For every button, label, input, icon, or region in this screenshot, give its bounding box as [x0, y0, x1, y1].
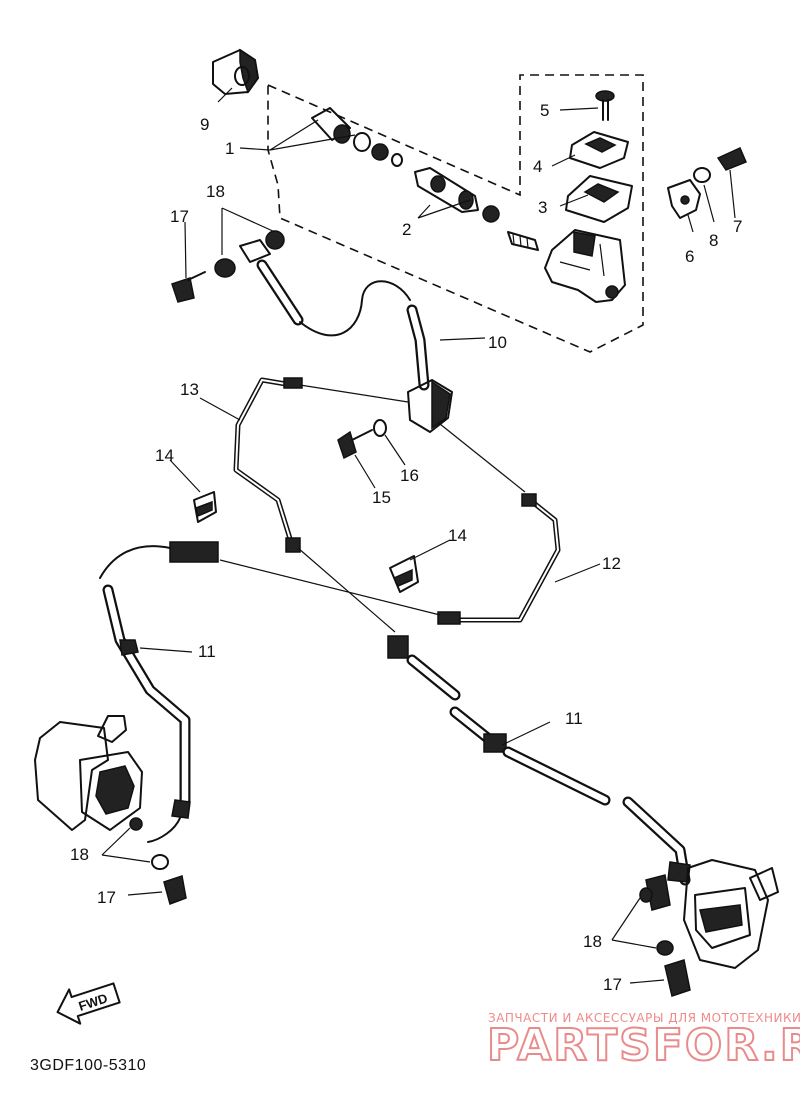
callout-7: 7	[733, 217, 742, 236]
part-12-brake-pipe	[437, 493, 561, 625]
part-13-brake-pipe	[233, 377, 303, 553]
callout-11-right: 11	[565, 709, 583, 728]
callout-10: 10	[488, 333, 507, 352]
part-5-screw	[595, 90, 615, 121]
callout-17-right: 17	[603, 975, 622, 994]
part-16-washer	[373, 419, 387, 437]
callout-14-right: 14	[448, 526, 467, 545]
part-17-bolt-upper	[171, 271, 206, 303]
callout-5: 5	[540, 101, 549, 120]
callout-1: 1	[225, 139, 234, 158]
part-18-washer-upper-1	[214, 258, 236, 278]
callout-14-left: 14	[155, 446, 174, 465]
part-14-clip-right	[389, 555, 419, 593]
part-3-diaphragm-plate	[565, 175, 633, 223]
callout-6: 6	[685, 247, 694, 266]
callout-11-left: 11	[198, 642, 216, 661]
part-8-washer	[693, 167, 711, 183]
brake-hose-joint	[407, 379, 453, 433]
part-11-brake-hose-left	[99, 541, 219, 843]
callout-9: 9	[200, 115, 209, 134]
fwd-arrow-icon: FWD	[56, 982, 121, 1025]
part-15-bolt	[337, 429, 373, 460]
assembly-outline	[267, 74, 644, 353]
part-17-bolt-right	[664, 959, 691, 997]
callout-16: 16	[400, 466, 419, 485]
callout-18-left: 18	[70, 845, 89, 864]
watermark-tagline: ЗАПЧАСТИ И АКСЕССУАРЫ ДЛЯ МОТОТЕХНИКИ	[488, 1011, 800, 1025]
part-18-washer-right-2	[656, 940, 674, 956]
part-17-bolt-left	[163, 875, 187, 905]
callout-3: 3	[538, 198, 547, 217]
callout-17-upper: 17	[170, 207, 189, 226]
diagram-code: 3GDF100-5310	[30, 1057, 146, 1074]
callout-13: 13	[180, 380, 199, 399]
part-10-brake-hose	[239, 239, 430, 391]
callout-8: 8	[709, 231, 718, 250]
part-18-washer-right-1	[639, 887, 653, 903]
part-11-brake-hose-right	[387, 635, 691, 886]
caliper-left	[34, 715, 143, 831]
callout-12: 12	[602, 554, 621, 573]
master-cylinder-body	[544, 229, 626, 303]
part-2-piston-kit	[311, 107, 539, 251]
callout-4: 4	[533, 157, 542, 176]
part-18-washer-left-2	[151, 854, 169, 870]
part-9-boot	[212, 48, 259, 95]
callout-18-upper: 18	[206, 182, 225, 201]
watermark-logo: PARTSFOR.RU	[487, 1020, 800, 1071]
part-14-clip-left	[193, 491, 217, 523]
part-6-bracket	[667, 179, 701, 219]
callout-15: 15	[372, 488, 391, 507]
part-18-washer-upper-2	[265, 230, 285, 250]
callout-17-left: 17	[97, 888, 116, 907]
callout-18-right: 18	[583, 932, 602, 951]
part-4-reservoir-cap	[569, 131, 629, 169]
part-7-bolt	[716, 147, 747, 171]
part-18-washer-left-1	[129, 817, 143, 831]
callout-2: 2	[402, 220, 411, 239]
